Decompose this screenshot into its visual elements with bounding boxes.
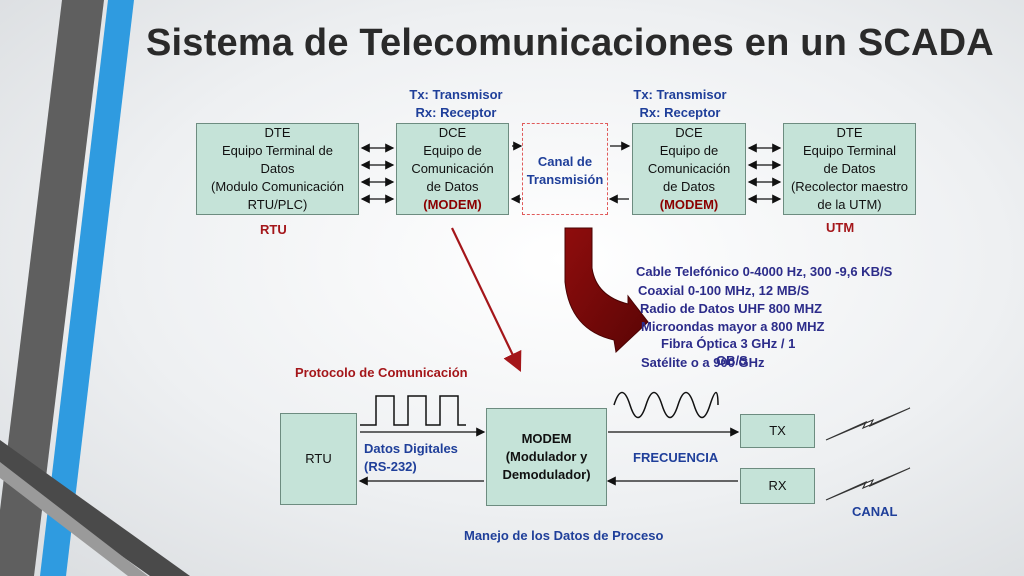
left-tx-text: Tx: Transmisor bbox=[409, 87, 503, 102]
media-fiber-cont: GB/S bbox=[716, 353, 748, 368]
utm-tag: UTM bbox=[826, 220, 855, 235]
dce-channel-right-arrows bbox=[608, 141, 631, 204]
dce-left-modem: (MODEM) bbox=[423, 197, 482, 212]
media-satellite: Satélite o a 900 GHz bbox=[641, 355, 765, 370]
digital-data-label: Datos Digitales (RS-232) bbox=[364, 440, 458, 476]
red-pointer-arrow bbox=[451, 227, 522, 372]
dce-dte-right-arrows bbox=[747, 143, 782, 204]
modem-line: (Modulador y bbox=[505, 449, 588, 464]
dte-right-line: de la UTM) bbox=[817, 197, 882, 212]
digital-data-line: (RS-232) bbox=[364, 459, 417, 474]
dce-right-line: DCE bbox=[675, 125, 703, 140]
dte-left-box: DTE Equipo Terminal de Datos (Modulo Com… bbox=[196, 123, 359, 215]
modem-line: MODEM bbox=[521, 431, 572, 446]
channel-line: Transmisión bbox=[526, 172, 604, 187]
dte-left-line: Datos bbox=[260, 161, 295, 176]
big-curved-arrow bbox=[564, 227, 649, 354]
modem-line: Demodulador) bbox=[502, 467, 591, 482]
media-fiber: Fibra Óptica 3 GHz / 1 bbox=[661, 336, 796, 351]
left-txrx-label: Tx: Transmisor Rx: Receptor bbox=[396, 86, 516, 122]
modem-box: MODEM (Modulador y Demodulador) bbox=[486, 408, 607, 506]
dte-left-line: (Modulo Comunicación bbox=[211, 179, 344, 194]
dce-right-line: Equipo de bbox=[659, 143, 719, 158]
dce-right-box: DCE Equipo de Comunicación de Datos (MOD… bbox=[632, 123, 746, 215]
dce-left-line: Equipo de bbox=[423, 143, 482, 158]
dce-left-line: de Datos bbox=[426, 179, 479, 194]
left-rx-text: Rx: Receptor bbox=[415, 105, 497, 120]
right-tx-text: Tx: Transmisor bbox=[633, 87, 727, 102]
square-wave bbox=[360, 395, 466, 426]
tx-box: TX bbox=[740, 414, 815, 448]
dte-left-line: RTU/PLC) bbox=[247, 197, 308, 212]
channel-line: Canal de bbox=[537, 154, 593, 169]
rx-box-text: RX bbox=[768, 478, 787, 493]
protocol-label: Protocolo de Comunicación bbox=[295, 365, 468, 380]
channel-label: Canal de Transmisión bbox=[520, 153, 610, 189]
media-radio: Radio de Datos UHF 800 MHZ bbox=[640, 301, 823, 316]
rtu-box-text: RTU bbox=[305, 451, 332, 466]
right-rx-text: Rx: Receptor bbox=[639, 105, 721, 120]
dce-right-modem: (MODEM) bbox=[659, 197, 719, 212]
lightning-icon bbox=[825, 467, 911, 501]
dte-right-line: (Recolector maestro bbox=[790, 179, 909, 194]
page-title: Sistema de Telecomunicaciones en un SCAD… bbox=[146, 22, 994, 64]
canal-label: CANAL bbox=[852, 504, 898, 519]
light-diagonal-stripe bbox=[0, 462, 148, 576]
sine-wave bbox=[613, 391, 719, 419]
rtu-box: RTU bbox=[280, 413, 357, 505]
digital-data-line: Datos Digitales bbox=[364, 441, 458, 456]
media-coaxial: Coaxial 0-100 MHz, 12 MB/S bbox=[638, 283, 810, 298]
right-txrx-label: Tx: Transmisor Rx: Receptor bbox=[620, 86, 740, 122]
tx-box-text: TX bbox=[769, 423, 786, 438]
dce-left-box: DCE Equipo de Comunicación de Datos (MOD… bbox=[396, 123, 509, 215]
dte-dce-left-arrows bbox=[360, 143, 395, 204]
dce-channel-left-arrows bbox=[510, 141, 523, 204]
blue-stripe bbox=[40, 0, 134, 576]
dark-diagonal-stripe bbox=[0, 440, 190, 576]
dce-right-line: Comunicación bbox=[647, 161, 731, 176]
dte-right-line: DTE bbox=[836, 125, 863, 140]
dce-left-line: DCE bbox=[438, 125, 467, 140]
process-label: Manejo de los Datos de Proceso bbox=[464, 528, 664, 543]
lightning-icon bbox=[825, 407, 911, 441]
dce-left-line: Comunicación bbox=[411, 161, 494, 176]
dte-left-line: Equipo Terminal de bbox=[221, 143, 334, 158]
dte-right-box: DTE Equipo Terminal de Datos (Recolector… bbox=[783, 123, 916, 215]
dte-right-line: Equipo Terminal bbox=[803, 143, 896, 158]
rtu-tag: RTU bbox=[260, 222, 287, 237]
media-cable: Cable Telefónico 0-4000 Hz, 300 -9,6 KB/… bbox=[636, 264, 893, 279]
frequency-label: FRECUENCIA bbox=[633, 450, 719, 465]
dte-left-line: DTE bbox=[264, 125, 291, 140]
rx-box: RX bbox=[740, 468, 815, 504]
gray-stripe bbox=[0, 0, 104, 576]
channel-dashed-box bbox=[522, 123, 608, 215]
dte-right-line: de Datos bbox=[823, 161, 876, 176]
dce-right-line: de Datos bbox=[662, 179, 716, 194]
media-microwave: Microondas mayor a 800 MHZ bbox=[641, 319, 825, 334]
